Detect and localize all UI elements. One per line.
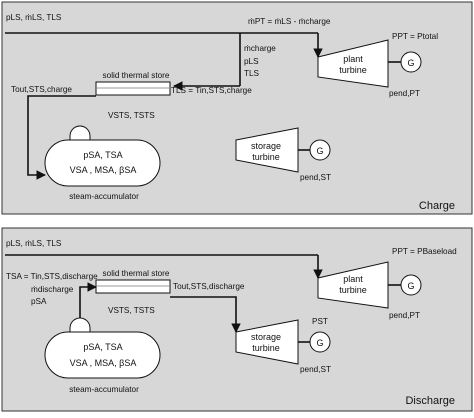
charge-inlet-label: pLS, ṁLS, TLS [6,13,62,22]
discharge-vsts-label: VSTS, TSTS [108,306,155,315]
charge-panel-title: Charge [419,200,455,212]
discharge-tout-label: Tout,STS,discharge [173,282,245,291]
discharge-pend-pt-label: pend,PT [389,311,420,320]
discharge-pst-label: PST [312,317,328,326]
discharge-store-outlet-line [170,296,241,333]
discharge-acc-outlet-line [79,282,97,328]
discharge-tsa-label: TSA = Tin,STS,discharge [6,272,98,281]
discharge-store-title: solid thermal store [103,269,170,278]
charge-solid-thermal-store [95,81,171,96]
charge-pt-generator-label: G [407,58,414,68]
discharge-inlet-label: pLS, ṁLS, TLS [6,239,62,248]
charge-st-generator-label: G [316,146,323,156]
charge-plant-turbine [317,39,389,88]
charge-acc-state-2: VSA , MSA, βSA [70,165,137,175]
discharge-pend-st-label: pend,ST [300,365,331,374]
discharge-pt-generator-label: G [407,281,414,291]
discharge-accumulator-dome [69,317,91,333]
charge-vsts-label: VSTS, TSTS [108,111,155,120]
discharge-mdot-label: ṁdischarge [31,285,74,294]
discharge-pt-generator [400,274,422,296]
charge-accumulator-dome [69,125,91,141]
charge-st-generator [309,139,331,161]
discharge-panel-title: Discharge [405,395,455,407]
charge-tout-label: Tout,STS,charge [11,85,72,94]
charge-panel: pLS, ṁLS, TLS ṁPT = ṁLS - ṁcharge PPT = … [1,1,473,215]
charge-storage-turbine [235,127,299,173]
charge-pend-st-label: pend,ST [300,173,331,182]
discharge-power-pt-label: PPT = PBaseload [392,247,457,256]
charge-pt-generator [400,51,422,73]
charge-mdot-charge-label: ṁcharge [244,44,276,53]
charge-tls-label: TLS [244,69,260,78]
discharge-accumulator-label: steam-accumulator [69,385,139,394]
discharge-st-generator [309,331,331,353]
charge-acc-state-1: pSA, TSA [83,150,122,160]
discharge-st-generator-label: G [316,338,323,348]
charge-power-pt-label: PPT = Ptotal [392,32,438,41]
charge-pend-pt-label: pend,PT [389,89,420,98]
charge-mdot-pt-label: ṁPT = ṁLS - ṁcharge [248,17,331,26]
discharge-storage-turbine [235,319,299,365]
discharge-psa-label: pSA [31,297,47,306]
charge-steam-accumulator [44,139,161,187]
discharge-acc-state-1: pSA, TSA [83,342,122,352]
discharge-acc-state-2: VSA , MSA, βSA [70,358,137,368]
charge-accumulator-label: steam-accumulator [69,192,139,201]
charge-tls-in-label: TLS = Tin,STS,charge [171,86,252,95]
charge-store-title: solid thermal store [103,71,170,80]
discharge-steam-accumulator [44,331,161,379]
discharge-solid-thermal-store [95,279,171,294]
charge-pls-label: pLS [244,57,259,66]
charge-store-outlet-line [27,95,96,180]
discharge-plant-turbine [317,261,389,309]
